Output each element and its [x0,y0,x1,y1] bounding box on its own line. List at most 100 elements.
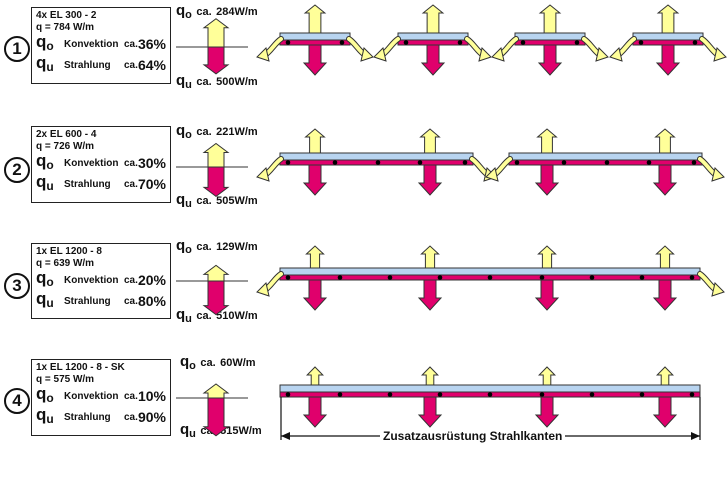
panel-4-1-dot-9 [689,392,695,397]
qu-symbol: qu [36,289,54,310]
panel-1-4-bottom [632,39,704,46]
q-value: q = 575 W/m [36,374,95,385]
up-arrow-3-1 [305,245,325,269]
konvektion-label: Konvektion [64,158,119,169]
info-box-3: 1x EL 1200 - 8 q = 639 W/m qo Konvektion… [31,243,171,319]
model-label: 2x EL 600 - 4 [36,129,97,140]
qu-flux-2: qu ca. 505W/m [176,191,258,210]
konvektion-line: qo Konvektion ca. 30% [36,151,166,174]
panel-2-1-dot-4 [417,160,423,165]
qo-flux-1: qo ca. 284W/m [176,2,258,21]
konvektion-label: Konvektion [64,275,119,286]
down-arrow-1-2 [420,44,446,76]
q-value: q = 784 W/m [36,22,95,33]
panel-3-1-dot-3 [387,275,393,280]
summary-up-arrow-1 [202,18,230,48]
panel-2-2-dot-1 [514,160,520,165]
qo-symbol: qo [36,268,54,289]
panel-2-1-dot-1 [285,160,291,165]
panel-2-2-top [508,152,703,161]
konvektion-ca: ca. [124,39,138,50]
panel-2-1-dot-3 [375,160,381,165]
up-arrow-1-3 [538,4,562,34]
panel-1-4-top [632,32,704,41]
strahlkanten-arrow-left [281,432,290,440]
panel-3-1-dot-5 [487,275,493,280]
konvektion-label: Konvektion [64,39,119,50]
up-arrow-4-1 [306,366,324,386]
down-arrow-4-4 [652,396,678,428]
info-box-1: 4x EL 300 - 2 q = 784 W/m qo Konvektion … [31,7,171,84]
curl-arrow-2-1-head [256,167,270,182]
qo-flux-4: qo ca. 60W/m [180,353,256,372]
down-arrow-3-1 [302,279,328,311]
panel-1-4-dot-1 [638,40,644,45]
up-arrow-3-2 [420,245,440,269]
panel-2-1-dot-5 [462,160,468,165]
strahlkanten-label: Zusatzausrüstung Strahlkanten [380,429,566,443]
curl-arrow-2-4-head [711,167,725,182]
up-arrow-1-2 [421,4,445,34]
konvektion-line: qo Konvektion ca. 36% [36,32,166,55]
konvektion-line: qo Konvektion ca. 20% [36,268,166,291]
konvektion-percent: 30% [137,155,166,171]
panel-1-2-top [397,32,469,41]
panel-4-1-dot-3 [387,392,393,397]
panel-4-1-dot-7 [589,392,595,397]
panel-3-1-dot-9 [689,275,695,280]
qo-flux-2: qo ca. 221W/m [176,122,258,141]
panel-4-1-dot-8 [639,392,645,397]
qo-symbol: qo [36,151,54,172]
panel-1-3-dot-2 [574,40,580,45]
panel-2-2-dot-3 [604,160,610,165]
curl-arrow-1-5-head [491,47,505,62]
strahlung-percent: 80% [137,293,166,309]
strahlung-ca: ca. [124,296,138,307]
panel-3-1-dot-6 [539,275,545,280]
summary-down-arrow-2 [202,166,230,198]
strahlung-label: Strahlung [64,296,111,307]
up-arrow-1-1 [303,4,327,34]
down-arrow-1-3 [537,44,563,76]
konvektion-label: Konvektion [64,391,119,402]
konvektion-ca: ca. [124,275,138,286]
strahlung-line: qu Strahlung ca. 80% [36,289,166,312]
panel-1-2-dot-2 [457,40,463,45]
up-arrow-3-3 [537,245,557,269]
qo-flux-3: qo ca. 129W/m [176,237,258,256]
panel-3-1-dot-1 [285,275,291,280]
strahlung-label: Strahlung [64,412,111,423]
down-arrow-3-3 [534,279,560,311]
panel-2-2-dot-2 [561,160,567,165]
curl-arrow-3-1-head [256,282,270,297]
panel-2-2-dot-4 [646,160,652,165]
summary-up-arrow-4 [202,383,230,399]
curl-arrow-1-8-head [713,47,727,62]
panel-3-1-dot-4 [437,275,443,280]
summary-down-arrow-1 [202,46,230,75]
up-arrow-2-2 [419,128,441,154]
down-arrow-4-1 [302,396,328,428]
panel-2-1-dot-2 [332,160,338,165]
info-box-2: 2x EL 600 - 4 q = 726 W/m qo Konvektion … [31,126,171,203]
panel-1-1-top [279,32,351,41]
curl-arrow-1-1-head [256,47,270,62]
down-arrow-3-2 [417,279,443,311]
info-box-4: 1x EL 1200 - 8 - SK q = 575 W/m qo Konve… [31,359,171,436]
model-label: 4x EL 300 - 2 [36,10,97,21]
panel-1-1-dot-2 [339,40,345,45]
curl-arrow-2-3-head [485,167,499,182]
up-arrow-4-4 [656,366,674,386]
summary-down-arrow-3 [202,280,230,316]
strahlung-line: qu Strahlung ca. 90% [36,405,166,428]
row-number-4: 4 [4,388,30,414]
down-arrow-4-3 [534,396,560,428]
down-arrow-2-3 [534,164,560,196]
panel-1-4-dot-2 [692,40,698,45]
qu-symbol: qu [36,405,54,426]
strahlung-percent: 90% [137,409,166,425]
panel-2-2-dot-5 [691,160,697,165]
strahlkanten-arrow-right [691,432,700,440]
qu-flux-3: qu ca. 510W/m [176,306,258,325]
